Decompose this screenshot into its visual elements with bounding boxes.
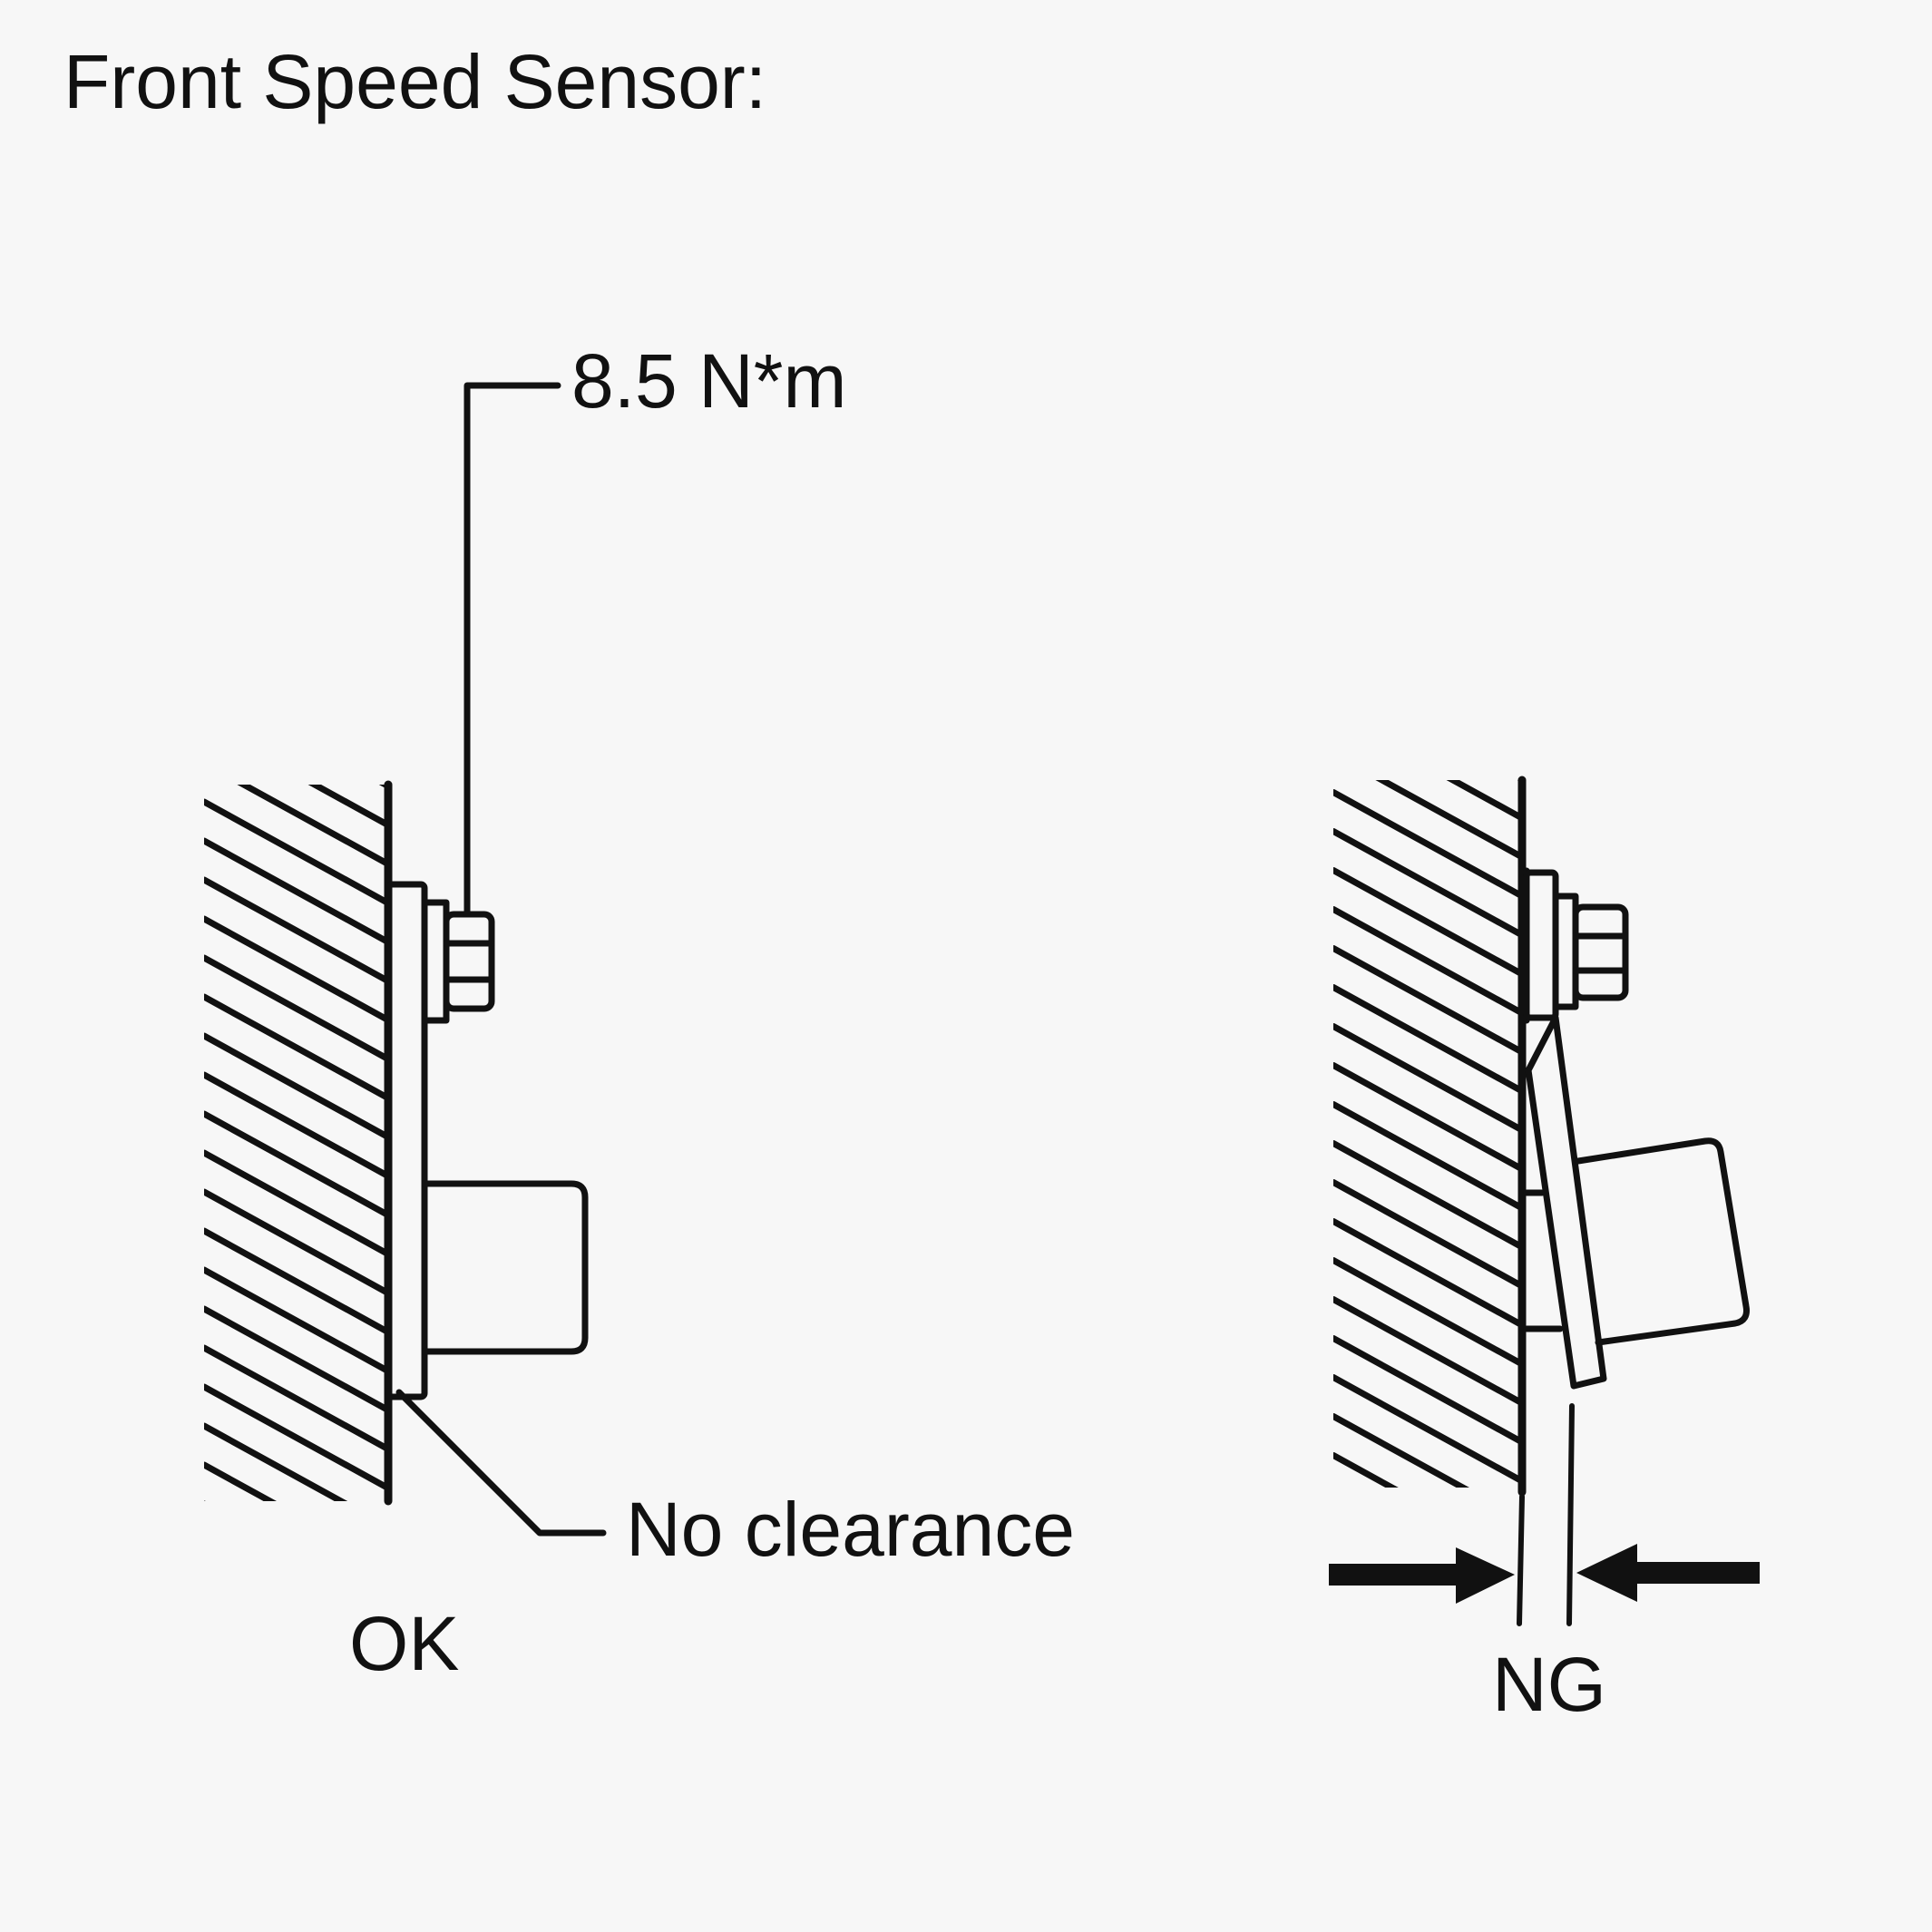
hatch-line xyxy=(204,993,385,1100)
hatch-line xyxy=(204,915,385,1022)
hatch-line xyxy=(1333,984,1524,1096)
gap-arrow-left-shaft xyxy=(1329,1564,1465,1586)
ok-label: OK xyxy=(349,1601,460,1686)
gap-arrow-right-icon xyxy=(1576,1544,1637,1602)
ng-label: NG xyxy=(1492,1642,1606,1727)
hatch-line xyxy=(204,1110,385,1217)
hatch-line xyxy=(1333,867,1524,979)
hatch-line xyxy=(204,1071,385,1178)
hatch-line xyxy=(1333,1374,1524,1486)
hatch-line xyxy=(1333,1452,1399,1488)
hatch-line xyxy=(204,798,385,905)
hatch-line xyxy=(237,785,385,866)
hatch-line xyxy=(307,785,385,827)
gap-extension-right xyxy=(1566,1403,1575,1626)
hatch-line xyxy=(1333,1062,1524,1174)
page-title: Front Speed Sensor: xyxy=(63,39,767,124)
hatch-line xyxy=(1517,780,1524,784)
ok-bracket-plate xyxy=(385,881,428,1400)
hatch-line xyxy=(204,1305,385,1412)
ng-bracket-top xyxy=(1523,869,1559,1021)
hatch-line xyxy=(204,954,385,1061)
gap-arrow-left-icon xyxy=(1456,1547,1515,1604)
hatch-line xyxy=(204,1344,385,1451)
gap-arrow-right-shaft xyxy=(1628,1562,1760,1584)
hatch-line xyxy=(204,1188,385,1295)
ng-tilted-plate xyxy=(1525,1014,1607,1390)
hatch-line xyxy=(1333,828,1524,940)
hatch-line xyxy=(204,1461,277,1501)
ok-mounting-surface xyxy=(204,785,385,1501)
hatch-line xyxy=(1333,1218,1524,1330)
hatch-line xyxy=(204,1032,385,1139)
ng-mounting-surface xyxy=(1333,780,1524,1488)
no-clearance-leader-line xyxy=(395,1389,607,1537)
ok-washer xyxy=(421,899,450,1024)
hatch-line xyxy=(1333,789,1524,901)
hatch-line xyxy=(204,1383,385,1490)
hatch-line xyxy=(1333,1413,1469,1488)
hatch-line xyxy=(1333,1179,1524,1291)
hatch-line xyxy=(1333,1335,1524,1447)
hatch-line xyxy=(204,1227,385,1334)
ok-bolt-icon xyxy=(443,911,495,1012)
hatch-line xyxy=(1333,945,1524,1057)
hatch-line xyxy=(1333,1296,1524,1408)
hatch-line xyxy=(1333,1257,1524,1369)
torque-leader-line xyxy=(463,382,561,918)
hatch-line xyxy=(1375,780,1524,862)
hatch-line xyxy=(1333,1101,1524,1213)
hatch-line xyxy=(204,1422,348,1501)
hatch-line xyxy=(1333,1140,1524,1252)
hatch-line xyxy=(204,876,385,983)
hatch-line xyxy=(1333,906,1524,1018)
hatch-line xyxy=(204,837,385,944)
ok-sensor-body xyxy=(421,1180,589,1355)
hatch-line xyxy=(1446,780,1524,823)
gap-extension-left xyxy=(1517,1494,1525,1626)
torque-label: 8.5 N*m xyxy=(571,338,847,424)
ng-bolt-icon xyxy=(1572,903,1629,1001)
hatch-line xyxy=(378,785,385,788)
hatch-line xyxy=(204,1149,385,1256)
no-clearance-label: No clearance xyxy=(626,1487,1075,1572)
hatch-line xyxy=(1333,1023,1524,1135)
hatch-line xyxy=(204,1500,206,1501)
hatch-line xyxy=(204,1266,385,1373)
ng-sensor-body xyxy=(1575,1137,1750,1346)
